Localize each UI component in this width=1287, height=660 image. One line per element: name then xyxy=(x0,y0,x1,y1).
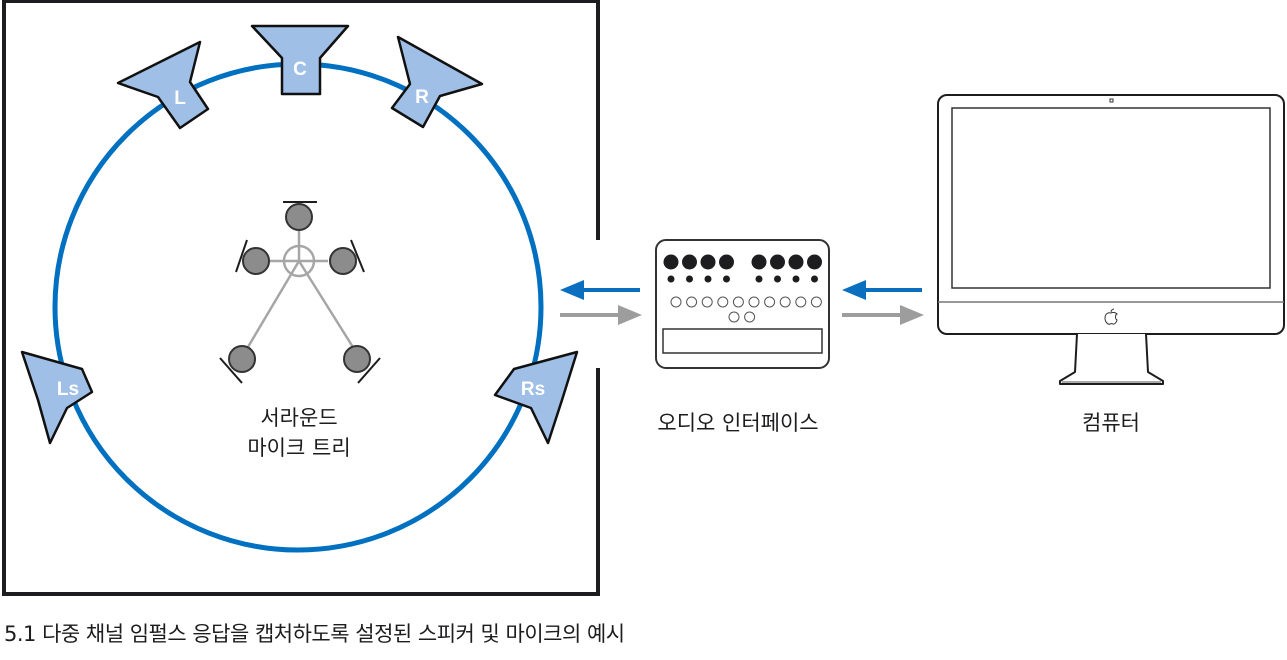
input-jack xyxy=(732,296,744,308)
input-jack xyxy=(795,296,807,308)
small-knob xyxy=(686,275,693,283)
audio-interface-knobs xyxy=(663,254,822,283)
speaker-Ls: Ls xyxy=(20,350,94,445)
audio-interface-inputs xyxy=(670,296,822,323)
speaker-L: L xyxy=(116,40,210,130)
input-jack xyxy=(686,296,698,308)
input-jack xyxy=(717,296,729,308)
computer-screen xyxy=(951,107,1271,289)
computer-stand xyxy=(1059,333,1164,385)
camera-icon xyxy=(1109,98,1114,103)
computer-label: 컴퓨터 xyxy=(1082,411,1140,435)
large-knob xyxy=(807,254,822,270)
input-jack xyxy=(701,296,713,308)
large-knob xyxy=(751,254,767,270)
input-jack xyxy=(670,296,682,308)
audio-interface-label: 오디오 인터페이스 xyxy=(657,411,818,435)
mic-tree-label-line1: 서라운드 xyxy=(260,406,337,430)
small-knob xyxy=(667,275,675,283)
small-knob xyxy=(723,275,730,283)
small-knob xyxy=(811,275,818,283)
arrow-from-room xyxy=(560,305,642,325)
mic-right-surround xyxy=(343,345,371,373)
small-knob xyxy=(755,275,763,283)
arrow-to-room xyxy=(560,280,640,300)
small-knob xyxy=(792,275,800,283)
mic-tree-label-line2: 마이크 트리 xyxy=(247,436,350,460)
input-jack xyxy=(779,296,791,308)
input-jack xyxy=(810,296,822,308)
arrow-to-computer xyxy=(842,305,924,325)
small-knob xyxy=(774,275,781,283)
large-knob xyxy=(663,254,679,270)
speaker-R: R xyxy=(390,35,484,129)
mic-center xyxy=(285,203,313,231)
large-knob xyxy=(770,254,785,270)
mic-right xyxy=(329,247,357,275)
input-jack xyxy=(764,296,776,308)
figure-caption: 5.1 다중 채널 임펄스 응답을 캡처하도록 설정된 스피커 및 마이크의 예… xyxy=(4,622,625,646)
mic-left-surround xyxy=(228,345,256,373)
speaker-label-Rs: Rs xyxy=(521,379,545,400)
speaker-label-R: R xyxy=(415,87,429,108)
speaker-label-L: L xyxy=(174,88,186,109)
apple-logo-icon xyxy=(1104,308,1118,325)
speaker-C: C xyxy=(250,24,350,96)
input-jack xyxy=(728,311,740,323)
arrow-to-interface xyxy=(842,280,922,300)
speaker-label-C: C xyxy=(293,59,307,80)
computer xyxy=(937,94,1285,385)
audio-interface xyxy=(655,239,830,369)
large-knob xyxy=(719,254,734,270)
large-knob xyxy=(682,254,697,270)
input-jack xyxy=(748,296,760,308)
speaker-ring xyxy=(52,61,544,553)
input-jack xyxy=(744,311,756,323)
small-knob xyxy=(704,275,712,283)
mic-left xyxy=(242,247,270,275)
speaker-label-Ls: Ls xyxy=(57,379,79,400)
large-knob xyxy=(700,254,716,270)
audio-interface-display xyxy=(662,328,823,354)
mic-tree xyxy=(219,201,381,384)
room-outline xyxy=(2,0,600,596)
large-knob xyxy=(788,254,804,270)
speaker-Rs: Rs xyxy=(493,350,579,445)
